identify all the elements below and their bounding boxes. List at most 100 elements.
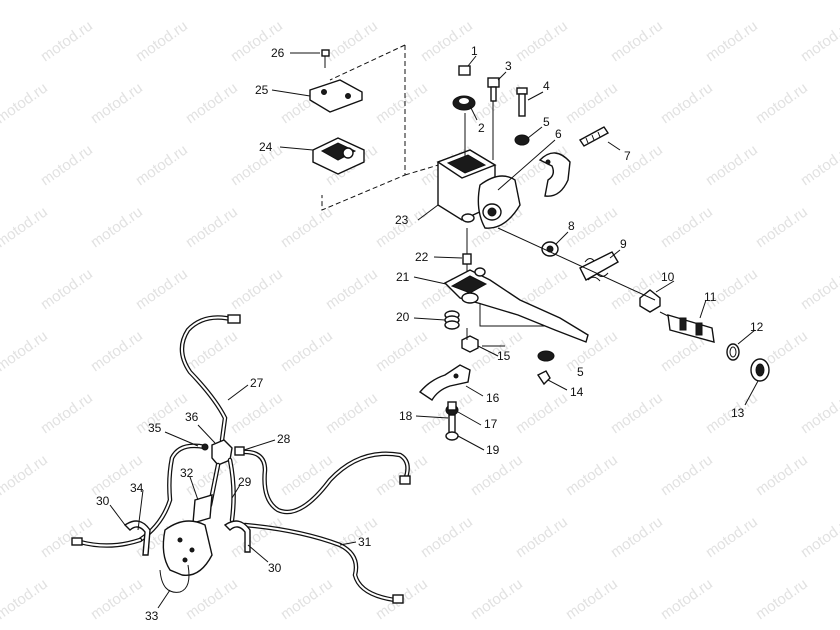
label-part-19: 19 [486, 443, 500, 457]
reference-lines [466, 303, 545, 347]
watermark-text: motod.ru [38, 513, 96, 561]
watermark-text: motod.ru [373, 203, 431, 251]
watermark-text: motod.ru [38, 265, 96, 313]
watermark-text: motod.ru [658, 79, 716, 127]
master-cylinder-assembly [309, 44, 770, 441]
watermark-text: motod.ru [798, 141, 840, 189]
label-part-16: 16 [486, 391, 500, 405]
retaining-clip [536, 370, 551, 386]
label-part-18: 18 [399, 409, 413, 423]
label-part-35: 35 [148, 421, 162, 435]
watermark-text: motod.ru [0, 17, 1, 65]
nut [458, 65, 471, 76]
watermark-text: motod.ru [0, 265, 1, 313]
watermark-text: motod.ru [798, 265, 840, 313]
label-part-20: 20 [396, 310, 410, 324]
watermark-text: motod.ru [658, 451, 716, 499]
watermark-text: motod.ru [88, 0, 146, 3]
watermark-text: motod.ru [513, 389, 571, 437]
watermark-text: motod.ru [228, 389, 286, 437]
switch-bracket [418, 364, 471, 401]
watermark-text: motod.ru [0, 0, 51, 3]
reservoir-outline-dashed [321, 44, 456, 211]
lever-spring [444, 310, 460, 330]
label-part-31: 31 [358, 535, 372, 549]
watermark-text: motod.ru [563, 79, 621, 127]
clamp-screw [578, 126, 610, 147]
junction-block [201, 439, 233, 466]
brake-lever [443, 267, 589, 343]
watermark-text: motod.ru [278, 451, 336, 499]
label-part-8: 8 [568, 219, 575, 233]
watermark-text: motod.ru [703, 17, 761, 65]
label-part-27: 27 [250, 376, 264, 390]
watermark-text: motod.ru [753, 79, 811, 127]
label-part-6: 6 [555, 127, 562, 141]
watermark-text: motod.ru [468, 575, 526, 623]
watermark-text: motod.ru [323, 17, 381, 65]
assembly-axis [497, 227, 656, 301]
cap-screw [321, 49, 330, 68]
hose-clip-right [223, 520, 251, 553]
hose-assembly [71, 314, 411, 604]
watermark-text: motod.ru [38, 389, 96, 437]
watermark-text: motod.ru [753, 575, 811, 623]
label-part-5-lower: 5 [577, 365, 584, 379]
label-part-2: 2 [478, 121, 485, 135]
label-part-21: 21 [396, 270, 410, 284]
watermark-text: motod.ru [798, 389, 840, 437]
label-part-1: 1 [471, 44, 478, 58]
tee-fitting [192, 494, 213, 524]
label-part-22: 22 [415, 250, 429, 264]
watermark-text: motod.ru [468, 451, 526, 499]
washer [514, 134, 530, 146]
watermark-text: motod.ru [133, 17, 191, 65]
watermark-text: motod.ru [418, 17, 476, 65]
watermark-text: motod.ru [0, 79, 51, 127]
reservoir-cover [309, 79, 363, 113]
watermark-text: motod.ru [753, 451, 811, 499]
watermark-text: motod.ru [373, 327, 431, 375]
watermark-text: motod.ru [563, 451, 621, 499]
watermark-text: motod.ru [88, 79, 146, 127]
watermark-text: motod.ru [88, 203, 146, 251]
watermark-text: motod.ru [133, 389, 191, 437]
watermark-text: motod.ru [608, 17, 666, 65]
label-part-25: 25 [255, 83, 269, 97]
watermark-text: motod.ru [658, 0, 716, 3]
label-part-24: 24 [259, 140, 273, 154]
watermark-text: motod.ru [88, 575, 146, 623]
label-part-34: 34 [130, 481, 144, 495]
watermark-text: motod.ru [563, 575, 621, 623]
label-part-17: 17 [484, 417, 498, 431]
watermark-text: motod.ru [373, 79, 431, 127]
hose-clip-left [123, 520, 151, 556]
label-part-28: 28 [277, 432, 291, 446]
watermark-text: motod.ru [228, 141, 286, 189]
watermark-text: motod.ru [753, 203, 811, 251]
part-labels: 1 2 3 4 5 5 6 7 8 9 10 11 12 13 14 15 16… [96, 44, 764, 623]
leader-lines [109, 52, 759, 609]
watermark-text: motod.ru [0, 203, 51, 251]
label-part-30-left: 30 [96, 494, 110, 508]
watermark-text: motod.ru [703, 513, 761, 561]
watermark-text: motod.ru [513, 513, 571, 561]
watermark-text: motod.ru [0, 575, 51, 623]
watermark-text: motod.ru [658, 203, 716, 251]
watermark-text: motod.ru [278, 327, 336, 375]
watermark-text: motod.ru [798, 513, 840, 561]
adjuster-bolt [445, 401, 459, 441]
label-part-29: 29 [238, 475, 252, 489]
label-part-33: 33 [145, 609, 159, 623]
watermark-text: motod.ru [228, 265, 286, 313]
watermark-text: motod.ru [753, 0, 811, 3]
watermark-text: motod.ru [0, 513, 1, 561]
watermark-text: motod.ru [608, 513, 666, 561]
label-part-15: 15 [497, 349, 511, 363]
piston-assembly [659, 311, 715, 343]
label-part-5-upper: 5 [543, 115, 550, 129]
watermark-text: motod.ru [563, 0, 621, 3]
label-part-3: 3 [505, 59, 512, 73]
